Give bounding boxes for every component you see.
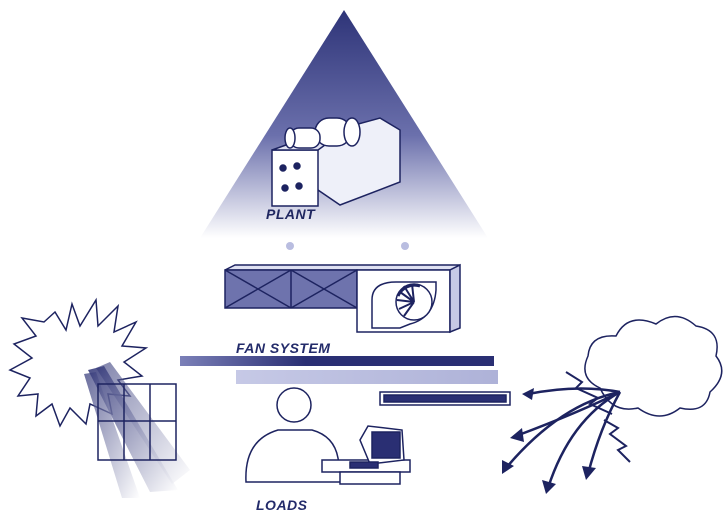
supply-pipe-dot <box>286 242 294 250</box>
supply-duct-bar <box>180 356 494 366</box>
loads-label: LOADS <box>256 497 308 513</box>
fan-system-label: FAN SYSTEM <box>236 340 330 356</box>
sun-icon <box>10 300 190 498</box>
plant-label: PLANT <box>266 206 315 222</box>
light-fixture-icon <box>380 392 510 405</box>
return-pipe-dot <box>401 242 409 250</box>
return-duct-bar <box>236 370 498 384</box>
